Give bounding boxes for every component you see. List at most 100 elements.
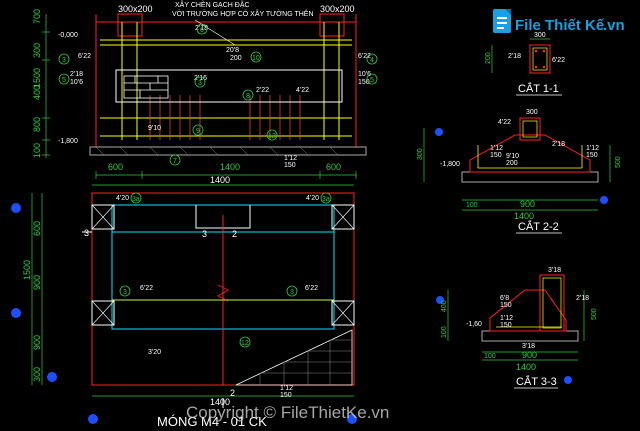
dim-text: 800 <box>32 117 42 132</box>
column-label: 300x200 <box>320 4 355 14</box>
brick-icon <box>123 75 169 99</box>
rebar-label: 150 <box>490 152 502 159</box>
section-title: CẮT 2-2 <box>518 220 559 233</box>
rebar-label: 4'20 <box>116 195 129 202</box>
dim-text: 1400 <box>210 175 230 185</box>
brand-logo: File Thiết Kế .vn <box>493 9 625 34</box>
rebar-label: 150 <box>358 79 370 86</box>
callout-number: 9 <box>196 128 200 135</box>
rebar-label: 6'22 <box>140 285 153 292</box>
rebar-label: 10'6 <box>70 79 83 86</box>
note-line-1: XÂY CHÈN GẠCH ĐẶC <box>175 0 250 9</box>
callout-number: 12 <box>268 133 276 140</box>
dim-text: 300 <box>32 367 42 382</box>
elevation-label: -0,000 <box>58 32 78 39</box>
callout-number: 10 <box>252 55 260 62</box>
rebar-label: 150 <box>500 322 512 329</box>
dim-text: 900 <box>32 335 42 350</box>
section-marker: 2 <box>232 229 237 239</box>
elevation-view <box>42 13 367 179</box>
rebar-label: 6'22 <box>305 285 318 292</box>
axis-marker <box>11 308 21 318</box>
axis-marker <box>347 414 357 424</box>
rebar-label: 2'18 <box>195 25 208 32</box>
column-right <box>319 13 345 37</box>
rebar-label: 20'8 <box>226 47 239 54</box>
lean-concrete <box>89 146 367 156</box>
rebar-label: 200 <box>230 55 242 62</box>
rebar-label: 150 <box>280 392 292 399</box>
rebar-label: 4'22 <box>296 87 309 94</box>
rebar-label: 150 <box>500 302 512 309</box>
rebar-label: 2'18 <box>508 53 521 60</box>
axis-marker <box>436 296 444 304</box>
elevation-label: -1,800 <box>440 161 460 168</box>
callout-number: 3 <box>123 289 127 296</box>
rebar-label: 2'22 <box>256 87 269 94</box>
axis-marker <box>11 203 21 213</box>
rebar-label: 1'12 <box>586 145 599 152</box>
column-left <box>117 13 143 37</box>
callout-number: 3 <box>62 57 66 64</box>
rebar-label: 6'8 <box>500 295 509 302</box>
column-label: 300x200 <box>118 4 153 14</box>
rebar-label: 3'20 <box>148 349 161 356</box>
axis-marker <box>564 376 572 384</box>
elevation-label: -1,60 <box>466 321 482 328</box>
axis-markers <box>11 128 608 424</box>
rebar-label: 1'12 <box>490 145 503 152</box>
rebar-label: 9'10 <box>148 125 161 132</box>
note-line-2: VỚI TRƯỜNG HỢP CÓ XÂY TƯỜNG THÊN <box>172 9 314 18</box>
copyright-watermark: Copyright © FileThietKe.vn <box>186 403 389 422</box>
dim-text: 100 <box>441 326 448 338</box>
rebar-label: 4'22 <box>498 119 511 126</box>
section-title: CẮT 1-1 <box>518 82 559 95</box>
dim-text: 300 <box>32 43 42 58</box>
callout-number: 8 <box>246 93 250 100</box>
dim-text: 1400 <box>514 211 534 221</box>
callout-number: 5 <box>62 77 66 84</box>
dim-text: 400 <box>32 85 42 100</box>
dim-text: 300 <box>526 109 538 116</box>
plan-view <box>31 184 355 408</box>
dim-text: 100 <box>484 353 496 360</box>
dim-text: 900 <box>32 275 42 290</box>
dim-text: 900 <box>520 199 535 209</box>
elevation-label: -1,800 <box>58 138 78 145</box>
dim-text: 700 <box>32 9 42 24</box>
dim-text: 1400 <box>220 162 240 172</box>
dim-text: 500 <box>615 156 622 168</box>
callout-number: 3a <box>322 196 330 203</box>
section-marker: 3 <box>202 229 207 239</box>
rebar-label: 2'16 <box>194 75 207 82</box>
section-2-2 <box>423 117 611 234</box>
dim-text: 1500 <box>22 260 32 280</box>
dim-text: 1500 <box>32 68 42 88</box>
logo-text: File Thiết Kế <box>515 17 605 34</box>
rebar-label: 3'18 <box>522 343 535 350</box>
rebar-label: 150 <box>586 152 598 159</box>
callout-number: 3a <box>132 196 140 203</box>
dim-text: 1400 <box>210 397 230 407</box>
axis-marker <box>88 414 98 424</box>
callout-number: 6 <box>200 27 204 34</box>
file-icon <box>493 9 511 33</box>
dim-text: 100 <box>32 143 42 158</box>
rebar-label: 6'22 <box>358 53 371 60</box>
dim-text: 300 <box>534 32 546 39</box>
rebar-label: 6'22 <box>552 57 565 64</box>
dim-text: 1400 <box>516 362 536 372</box>
dim-text: 600 <box>326 162 341 172</box>
rebar-label: 6'22 <box>78 53 91 60</box>
dim-text: 100 <box>466 202 478 209</box>
section-3-3 <box>447 274 585 389</box>
callout-number: 12 <box>241 340 249 347</box>
beam-outline <box>95 21 357 148</box>
callout-number: 5 <box>370 77 374 84</box>
dim-text: 300 <box>417 148 424 160</box>
logo-domain: .vn <box>603 17 625 34</box>
dim-text: 200 <box>485 52 492 64</box>
dim-text: 400 <box>441 300 448 312</box>
